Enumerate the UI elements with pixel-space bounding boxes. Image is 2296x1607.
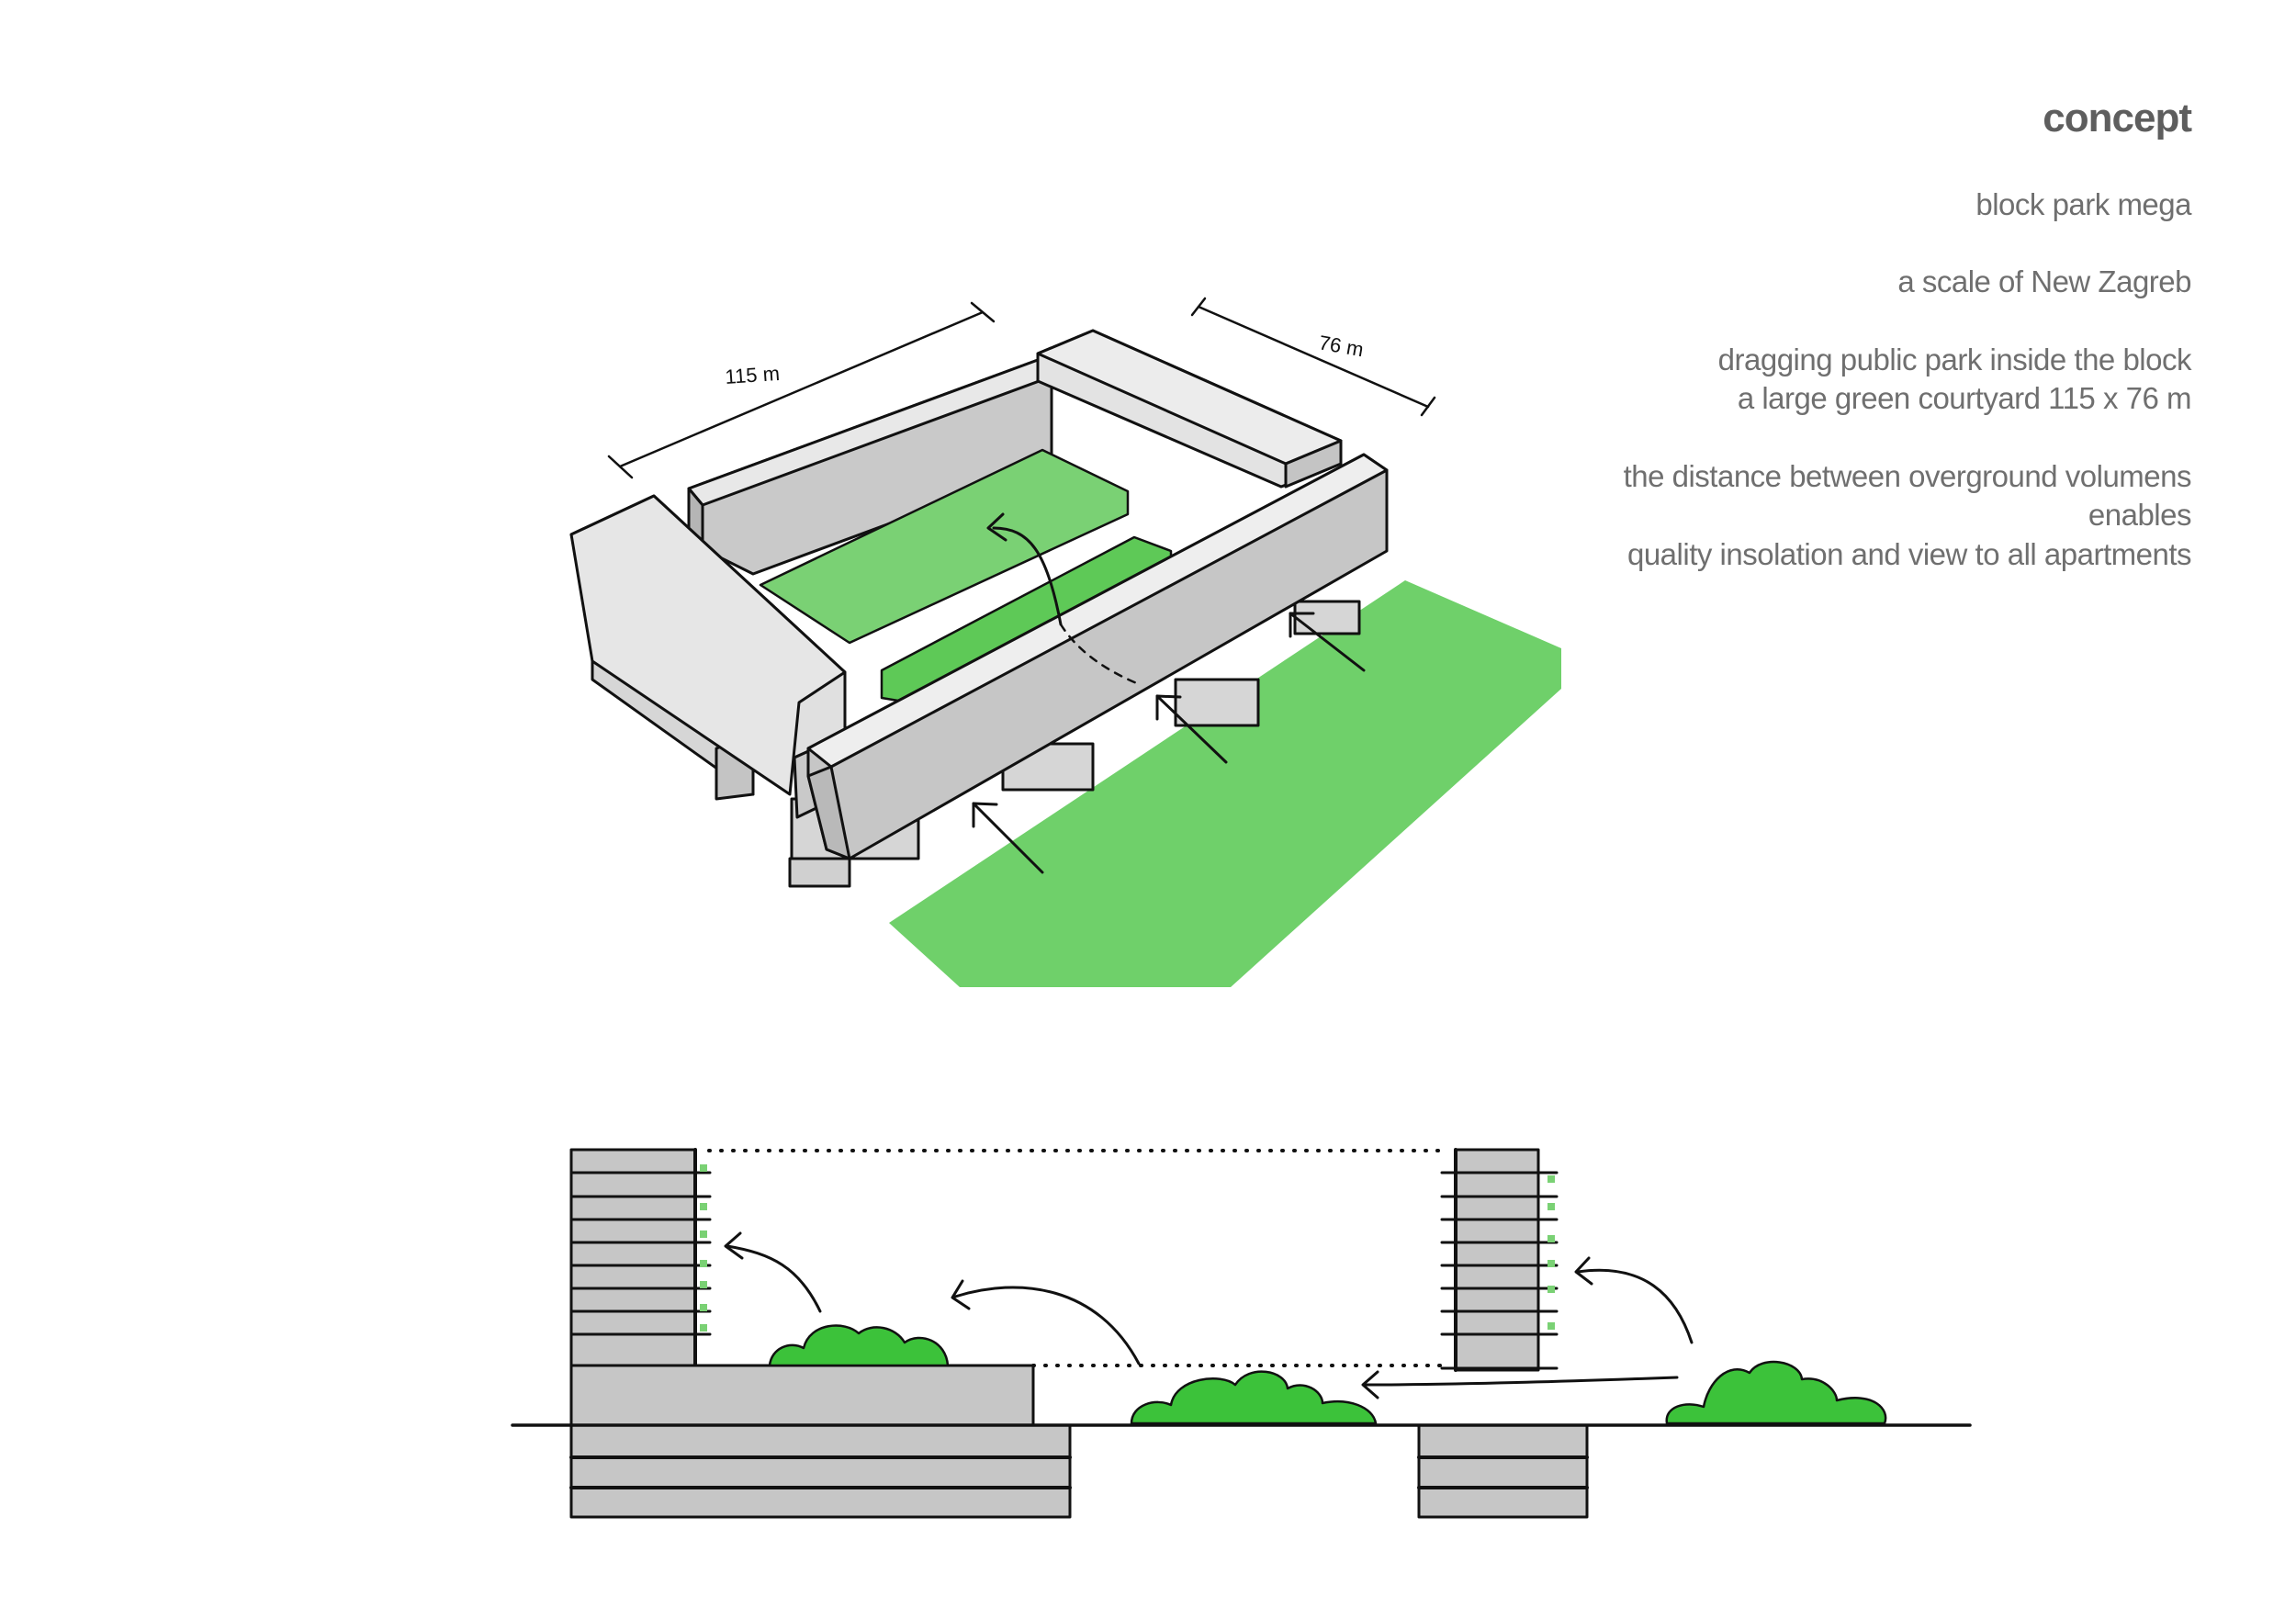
bushes — [768, 1324, 1887, 1425]
concept-line-4: a large green courtyard 115 x 76 m — [1737, 381, 2192, 415]
courtyard-lawn — [759, 448, 1130, 645]
hidden-path-dashed — [1059, 623, 1141, 686]
left-tower — [569, 1148, 712, 1367]
bush-podium — [768, 1324, 950, 1367]
right-block — [1036, 329, 1343, 489]
right-tower — [1440, 1148, 1559, 1372]
front-block — [788, 453, 1389, 888]
park-entry-arrows — [972, 612, 1366, 874]
concept-line-3: dragging public park inside the block — [1717, 343, 2192, 376]
concept-line-1: block park mega — [1975, 187, 2191, 221]
bush-center — [1130, 1370, 1378, 1425]
bush-right — [1665, 1360, 1887, 1425]
dimension-length-label: 115 m — [725, 362, 781, 388]
courtyard-arrow — [992, 526, 1063, 626]
underground-left — [569, 1423, 1072, 1519]
concept-line-6: enables — [2088, 498, 2192, 532]
concept-line-2: a scale of New Zagreb — [1897, 264, 2191, 298]
concept-line-7: quality insolation and view to all apart… — [1626, 537, 2192, 571]
dimension-width — [1190, 297, 1436, 417]
podium — [569, 1364, 1035, 1427]
concept-title: concept — [2043, 96, 2192, 140]
dimension-length — [607, 301, 996, 479]
concept-line-5: the distance between overground volumens — [1623, 459, 2192, 493]
section-arrows — [724, 1231, 1694, 1399]
public-park-strip — [889, 580, 1561, 987]
dotted-envelope — [707, 1149, 1444, 1367]
underground-right — [1417, 1423, 1589, 1519]
